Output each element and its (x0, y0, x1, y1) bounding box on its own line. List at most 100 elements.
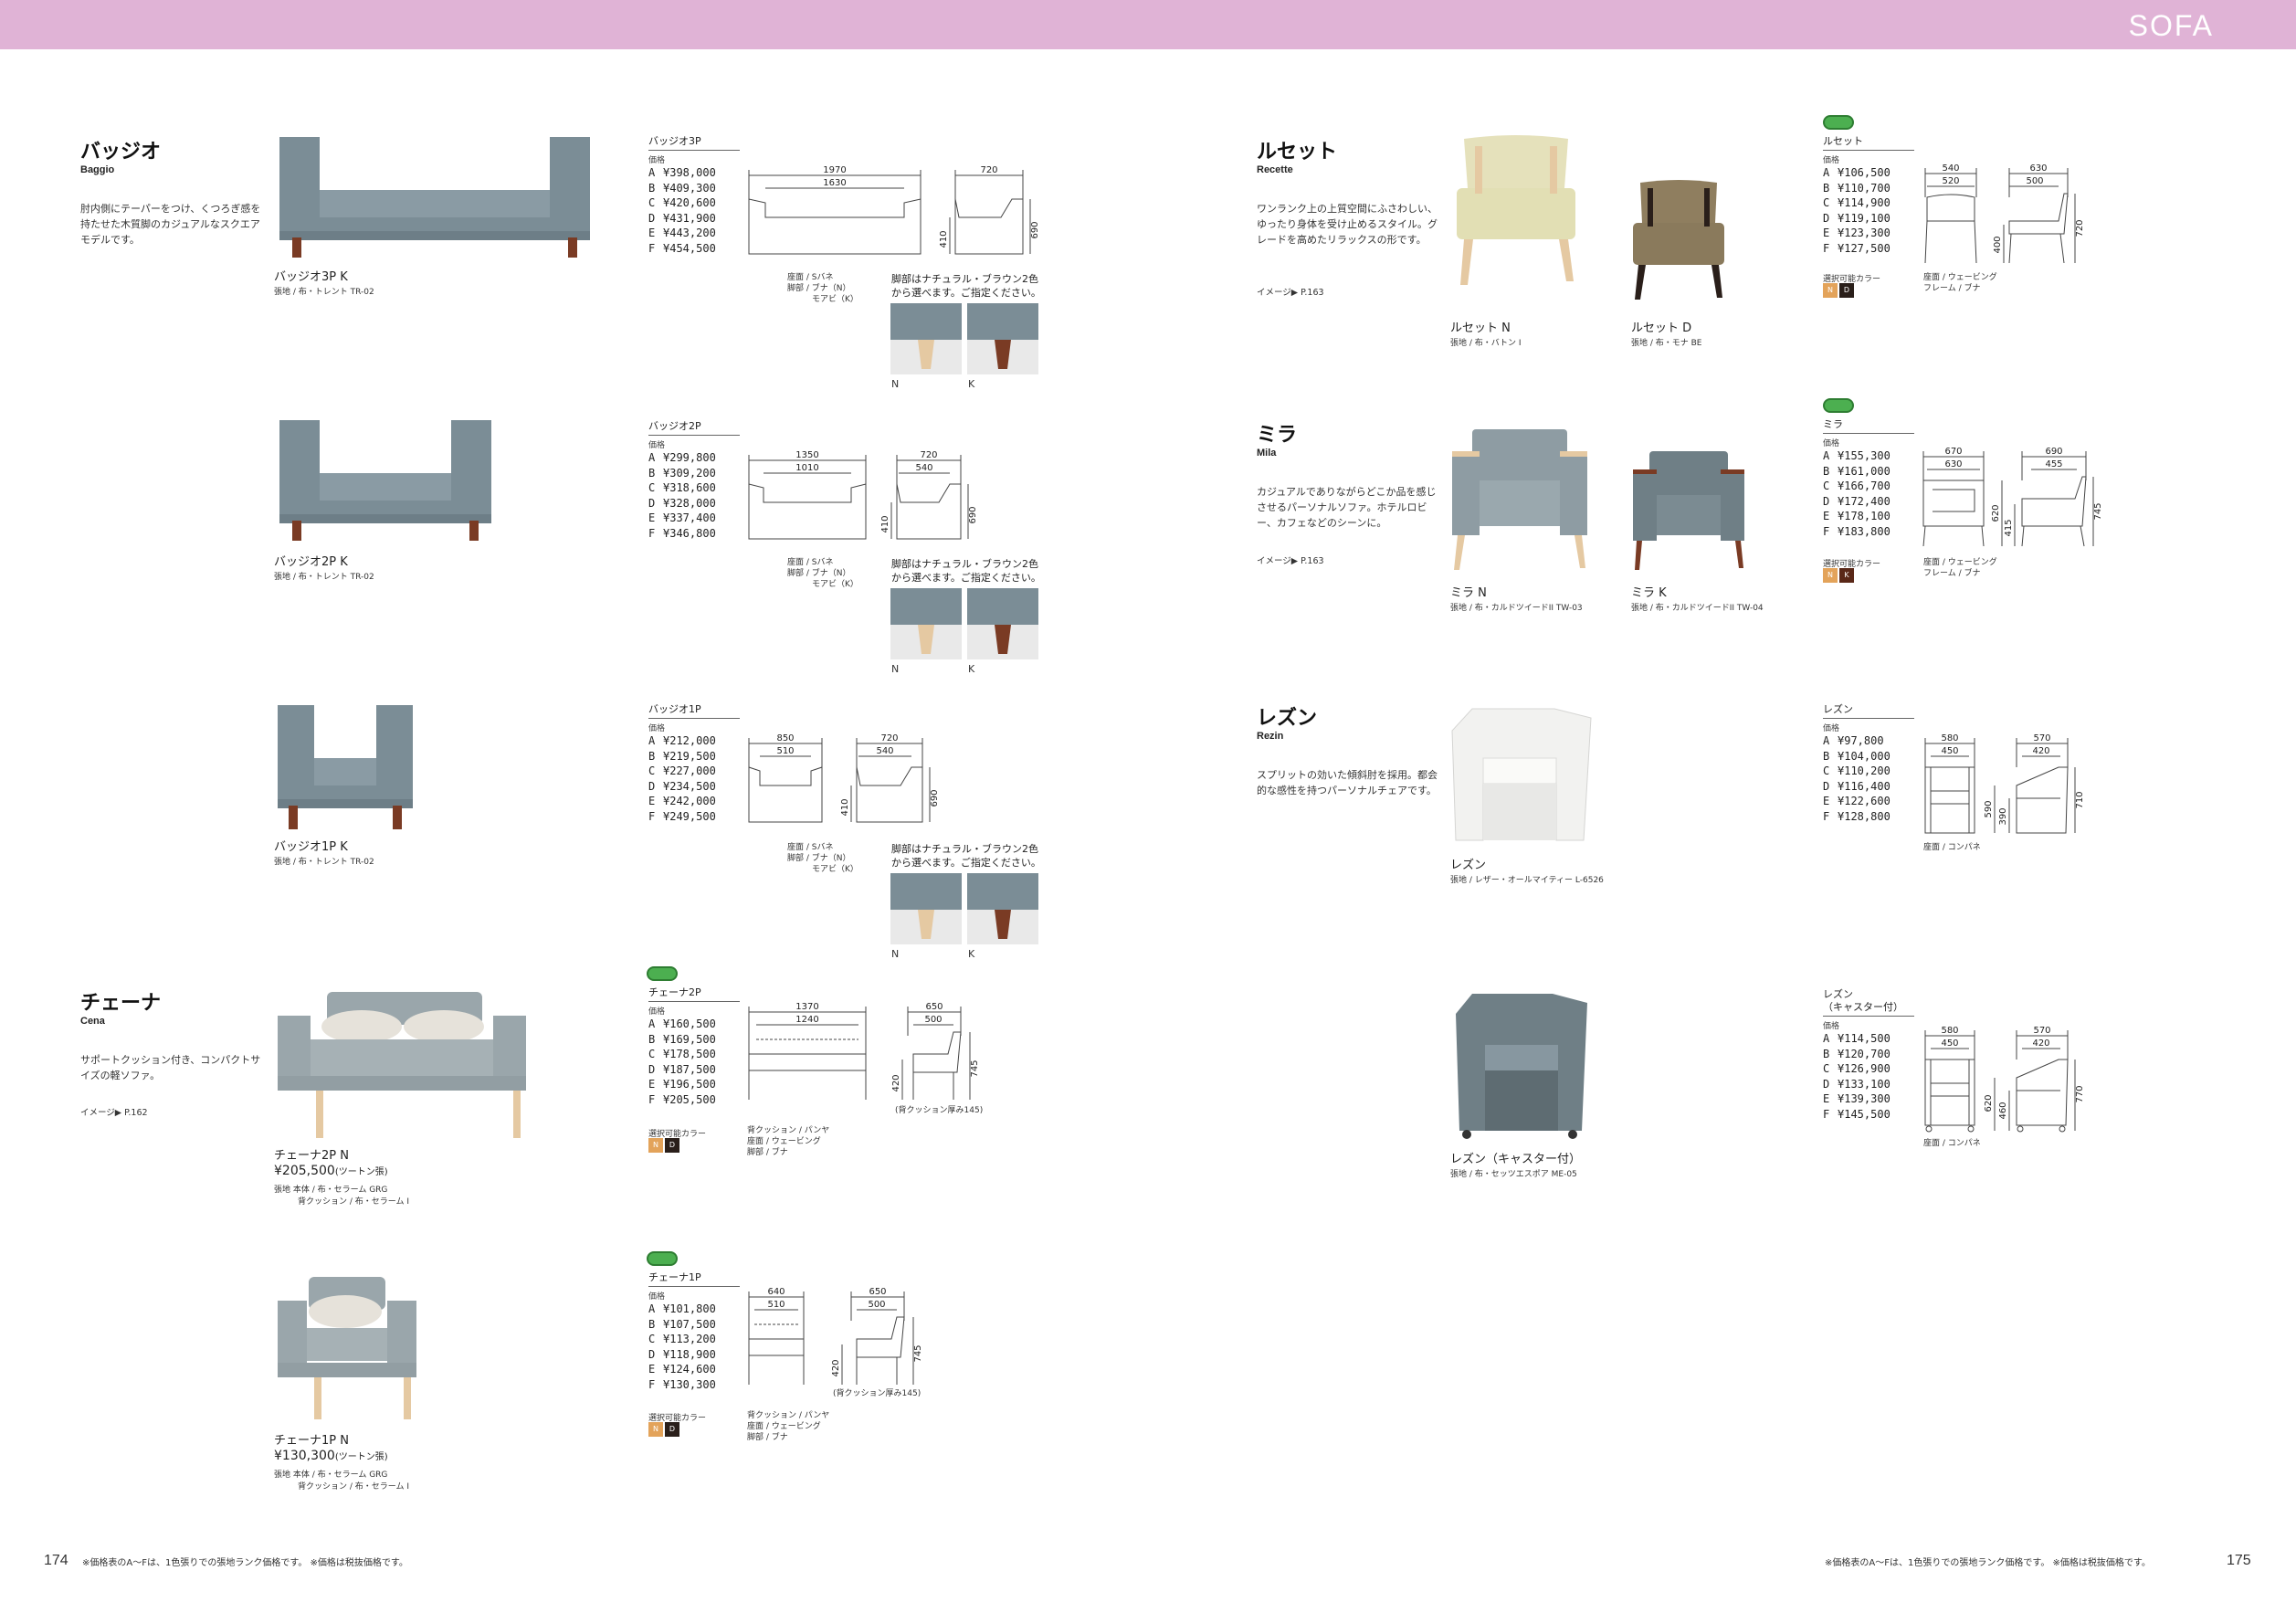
price-value: ¥234,500 (663, 779, 716, 793)
price-row: E¥122,600 (1823, 794, 1914, 809)
photo-mila-n (1452, 429, 1587, 570)
price-row: B¥409,300 (648, 181, 740, 196)
price-value: ¥219,500 (663, 749, 716, 763)
series-name-recette: ルセット (1257, 141, 1338, 163)
spec-notes: 座面 / コンパネ (1923, 1139, 1981, 1148)
leg-label-k: K (968, 948, 975, 960)
caption-name: ルセット D (1631, 322, 1692, 335)
dimension-label: 410 (939, 230, 949, 248)
price-value: ¥110,700 (1838, 181, 1891, 195)
price-row: A¥398,000 (648, 165, 740, 181)
dimension-label: 690 (930, 789, 940, 806)
spec-sub: 価格 (1823, 1022, 1840, 1031)
dimension-label: 720 (920, 450, 937, 460)
price-grade: E (1823, 795, 1830, 808)
dimension-label: 650 (869, 1287, 886, 1297)
series-desc-cena: サポートクッション付き、コンパクトサイズの軽ソファ。 (80, 1054, 261, 1081)
price-row: B¥169,500 (648, 1032, 740, 1048)
leg-label-n: N (891, 378, 900, 390)
spec-title: ミラ (1823, 418, 1914, 434)
price-row: F¥205,500 (648, 1092, 740, 1108)
dimension-label: 540 (915, 463, 932, 473)
spec-sub: 価格 (1823, 439, 1840, 448)
price-grade: D (648, 496, 656, 510)
price-value: ¥178,500 (663, 1048, 716, 1061)
photo-baggio-1p (278, 705, 413, 829)
price-value: ¥124,600 (663, 1363, 716, 1376)
price-row: D¥328,000 (648, 496, 740, 511)
price-row: E¥123,300 (1823, 226, 1914, 241)
photo-recette-n (1457, 135, 1575, 285)
series-desc-mila: カジュアルでありながらどこか品を感じさせるパーソナルソファ。ホテルロビー、カフェ… (1257, 486, 1437, 529)
price-value: ¥130,300 (663, 1377, 716, 1391)
price-row: A¥299,800 (648, 450, 740, 466)
spec-title: チェーナ2P (648, 986, 740, 1002)
price-value: ¥346,800 (663, 526, 716, 540)
price-value: ¥160,500 (663, 1017, 716, 1030)
series-en-rezin: Rezin (1257, 731, 1284, 742)
series-desc-baggio: 肘内側にテーパーをつけ、くつろぎ感を持たせた木質脚のカジュアルなスクエアモデルで… (80, 203, 261, 246)
color-chip-d: D (665, 1422, 679, 1437)
price-value: ¥318,600 (663, 481, 716, 495)
leg-swatch-brown (967, 588, 1038, 659)
price-row: A¥114,500 (1823, 1031, 1914, 1047)
price-row: D¥234,500 (648, 779, 740, 795)
leg-swatch-natural (890, 303, 962, 374)
spec-title: ルセット (1823, 135, 1914, 151)
header-band (0, 0, 2296, 49)
price-row: E¥196,500 (648, 1077, 740, 1092)
color-chip-k: K (1839, 568, 1854, 583)
series-en-mila: Mila (1257, 448, 1277, 459)
price-value: ¥398,000 (663, 166, 716, 179)
spec-notes: 背クッション / パンヤ 座面 / ウェービング 脚部 / ブナ (747, 1126, 830, 1157)
price-value: ¥139,300 (1838, 1092, 1891, 1106)
dimension-label: 640 (767, 1287, 785, 1297)
spec-sub: 価格 (1823, 156, 1840, 165)
spec-notes: 座面 / ウェービング フレーム / ブナ (1923, 558, 1997, 578)
price-value: ¥420,600 (663, 196, 716, 210)
price-value: ¥107,500 (663, 1317, 716, 1331)
price-row: A¥97,800 (1823, 733, 1914, 749)
photo-baggio-2p (279, 420, 491, 541)
series-en-cena: Cena (80, 1016, 105, 1027)
price-value: ¥161,000 (1838, 464, 1891, 478)
price-value: ¥116,400 (1838, 779, 1891, 793)
color-chip-n: N (648, 1422, 663, 1437)
spec-title: レズン （キャスター付） (1823, 988, 1914, 1017)
price-row: D¥133,100 (1823, 1077, 1914, 1092)
caption-name: ミラ K (1631, 586, 1667, 600)
price-grade: F (1823, 809, 1830, 823)
spec-sub: 価格 (1823, 724, 1840, 733)
price-value: ¥126,900 (1838, 1062, 1891, 1076)
price-row: D¥119,100 (1823, 211, 1914, 227)
spec-notes: 座面 / Sバネ 脚部 / ブナ（N） モアビ（K） (787, 558, 858, 589)
spec-sub: 価格 (648, 1007, 666, 1017)
series-desc-recette: ワンランク上の上質空間にふさわしい、ゆったり身体を受け止めるスタイル。グレードを… (1257, 203, 1438, 246)
color-label: 選択可能カラー (648, 1414, 707, 1423)
price-grade: E (648, 795, 656, 808)
price-grade: B (1823, 1047, 1830, 1060)
price-row: B¥219,500 (648, 749, 740, 764)
page-number-left: 174 (44, 1553, 68, 1568)
dimension-label: 745 (970, 1060, 980, 1077)
price-row: C¥113,200 (648, 1332, 740, 1347)
dimension-label: 500 (868, 1300, 885, 1310)
caption-name: チェーナ2P N (274, 1149, 349, 1163)
price-grade: B (1823, 749, 1830, 763)
dimension-label: 420 (831, 1359, 841, 1376)
price-grade: A (1823, 734, 1830, 747)
photo-mila-k (1633, 451, 1744, 570)
price-row: F¥454,500 (648, 241, 740, 257)
leg-swatch-natural (890, 873, 962, 944)
price-grade: D (1823, 1077, 1830, 1091)
price-row: F¥249,500 (648, 809, 740, 825)
dimension-label: 420 (2032, 746, 2049, 756)
dimension-label: 410 (880, 515, 890, 532)
